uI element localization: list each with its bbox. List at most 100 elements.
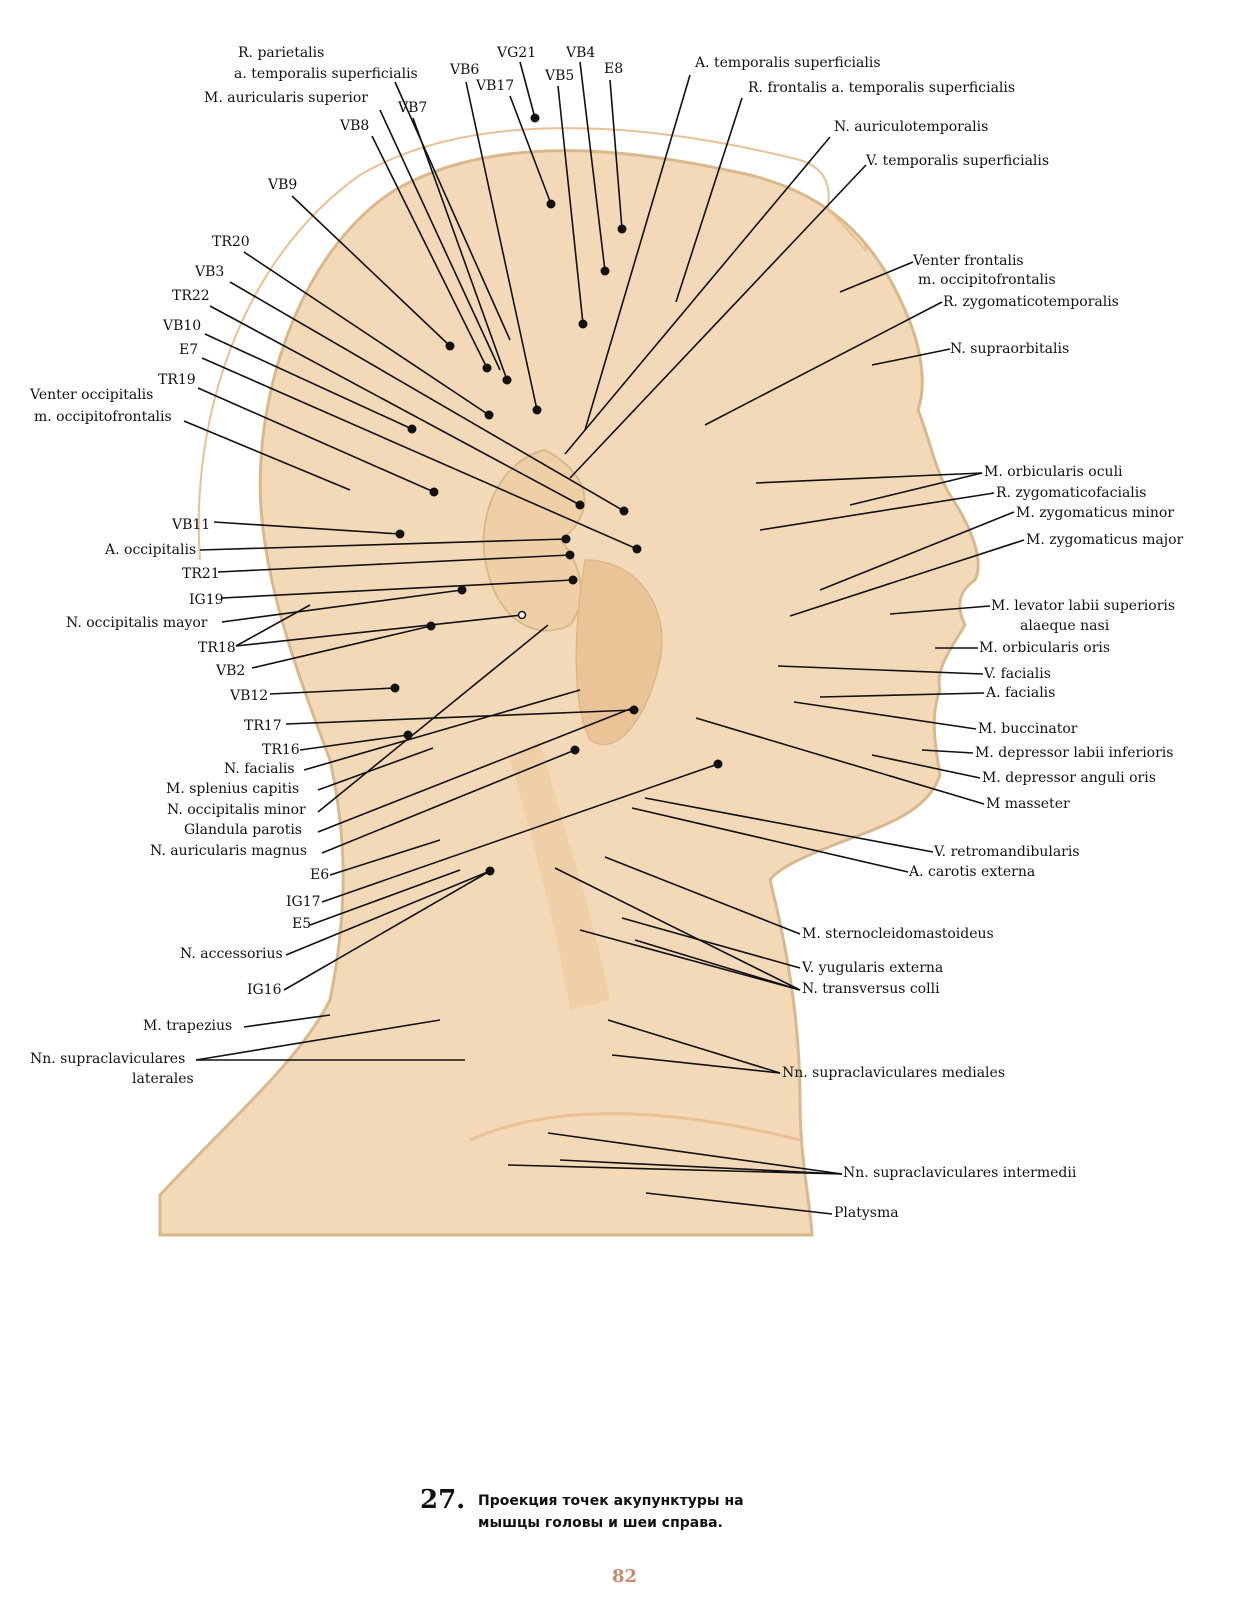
label-ig16: IG16 [247,982,282,998]
leader-line-m-zyg-major [789,539,1025,617]
leader-line-v-temp-sup [569,164,867,479]
figure-caption: 27. Проекция точек акупунктуры на мышцы … [420,1485,744,1531]
leader-line-tr16 [299,734,409,751]
leader-line-r-zygomaticofac [759,492,995,531]
label-r-zygomaticofac: R. zygomaticofacialis [996,485,1146,501]
label-e8: E8 [604,61,623,77]
point-n-occ-mayor [457,585,467,595]
labels: R. parietalis a. temporalis superficialis… [29,45,1184,1221]
label-a-temp-sup-2: A. temporalis superficialis [694,55,881,71]
leader-line-a-carotis [631,807,909,873]
label-n-auriculotemp: N. auriculotemporalis [834,119,988,135]
label-n-transv-colli: N. transversus colli [802,981,940,997]
leader-line-nn-supracl-lat-1 [195,1019,441,1061]
leader-line-vb2 [251,625,432,669]
leader-line-glandula-parotis [317,706,636,833]
point-vb17 [546,199,556,209]
label-m-orb-oculi: M. orbicularis oculi [984,464,1123,480]
label-v-yugularis: V. yugularis externa [801,960,943,976]
leader-line-m-levator-1 [889,605,991,615]
leader-line-n-supraorb [871,348,951,366]
label-n-auric-magnus: N. auricularis magnus [150,843,307,859]
leader-line-tr21 [217,554,571,573]
label-vb12: VB12 [229,688,268,704]
leader-line-v-retromand [644,797,934,853]
figure-number: 27. [420,1485,465,1515]
label-platysma: Platysma [834,1205,899,1221]
leader-line-vb10 [204,333,413,430]
leader-line-tr19 [197,387,435,493]
label-v-retromand: V. retromandibularis [933,844,1080,860]
leader-line-n-accessorius [285,870,491,956]
label-r-parietalis: R. parietalis [238,45,324,61]
point-tr21 [565,550,575,560]
point-n-accessorius [485,866,495,876]
leader-line-e5 [309,869,461,926]
point-ig17 [713,759,723,769]
leader-line-vb3 [229,281,625,512]
leader-line-ig16 [283,870,491,991]
label-n-occ-mayor: N. occipitalis mayor [66,615,208,631]
leader-line-vg21 [519,61,536,119]
label-m-occipitofront-2: m. occipitofrontalis [918,272,1056,288]
point-vb9 [445,341,455,351]
leader-line-m-masseter [695,717,985,805]
label-tr18: TR18 [198,640,236,656]
point-vb12 [390,683,400,693]
label-ig17: IG17 [286,894,321,910]
label-m-zyg-minor: M. zygomaticus minor [1016,505,1174,521]
leader-lines [183,61,1025,1215]
leader-line-vb5 [557,85,584,325]
label-v-temp-sup: V. temporalis superficialis [865,153,1049,169]
leader-line-tr18 [235,614,523,647]
label-m-orb-oris: M. orbicularis oris [979,640,1110,656]
acupuncture-points [390,113,723,876]
leader-line-m-scm [604,856,801,935]
label-n-accessorius: N. accessorius [180,946,283,962]
point-tr17 [629,705,639,715]
leader-line-tr18-1 [235,604,311,647]
label-vb10: VB10 [162,318,201,334]
label-venter-front: Venter frontalis [912,253,1024,269]
caption-line-1: Проекция точек акупунктуры на [478,1493,744,1509]
leader-line-n-occ-minor [317,624,549,813]
leader-line-vb11 [213,521,401,535]
label-tr22: TR22 [172,288,210,304]
label-vg21: VG21 [496,45,536,61]
leader-line-nn-supracl-int-1 [559,1159,843,1175]
page-number: 82 [612,1566,637,1587]
leader-line-n-transv-colli [554,867,801,991]
label-n-supraorb: N. supraorbitalis [950,341,1069,357]
leader-line-nn-supracl-int [547,1132,843,1175]
leader-line-m-trapezius [243,1014,331,1028]
point-tr20 [484,410,494,420]
leader-line-vb7 [412,117,508,381]
point-vb7 [502,375,512,385]
label-tr16: TR16 [262,742,300,758]
leader-line-v-yugularis [621,917,801,969]
label-a-temp-sup-1: a. temporalis superficialis [234,66,418,82]
label-a-occipitalis: A. occipitalis [104,542,196,558]
label-vb9: VB9 [267,177,297,193]
label-m-buccinator: M. buccinator [978,721,1078,737]
leader-line-nn-supracl-int-2 [507,1164,843,1175]
label-m-levator-1: M. levator labii superioris [991,598,1175,614]
leader-line-n-transv-colli-2 [634,939,801,991]
leader-line-e7 [201,357,638,550]
label-m-masseter: M masseter [986,796,1070,812]
point-tr19 [429,487,439,497]
label-m-zyg-major: M. zygomaticus major [1026,532,1184,548]
leader-line-vb8 [371,135,488,369]
leader-line-vb9 [291,195,451,347]
point-ig19 [568,575,578,585]
leader-line-r-zygomaticotemp [704,301,943,426]
leader-line-vb17 [509,95,552,205]
label-ig19: IG19 [189,592,224,608]
label-m-occipitofront-1: m. occipitofrontalis [34,409,172,425]
label-m-depr-labii: M. depressor labii inferioris [975,745,1173,761]
point-vb10 [407,424,417,434]
label-nn-supracl-lat-1: Nn. supraclaviculares [30,1051,185,1067]
leader-line-a-temp-sup-2 [584,74,691,431]
point-vb6 [532,405,542,415]
